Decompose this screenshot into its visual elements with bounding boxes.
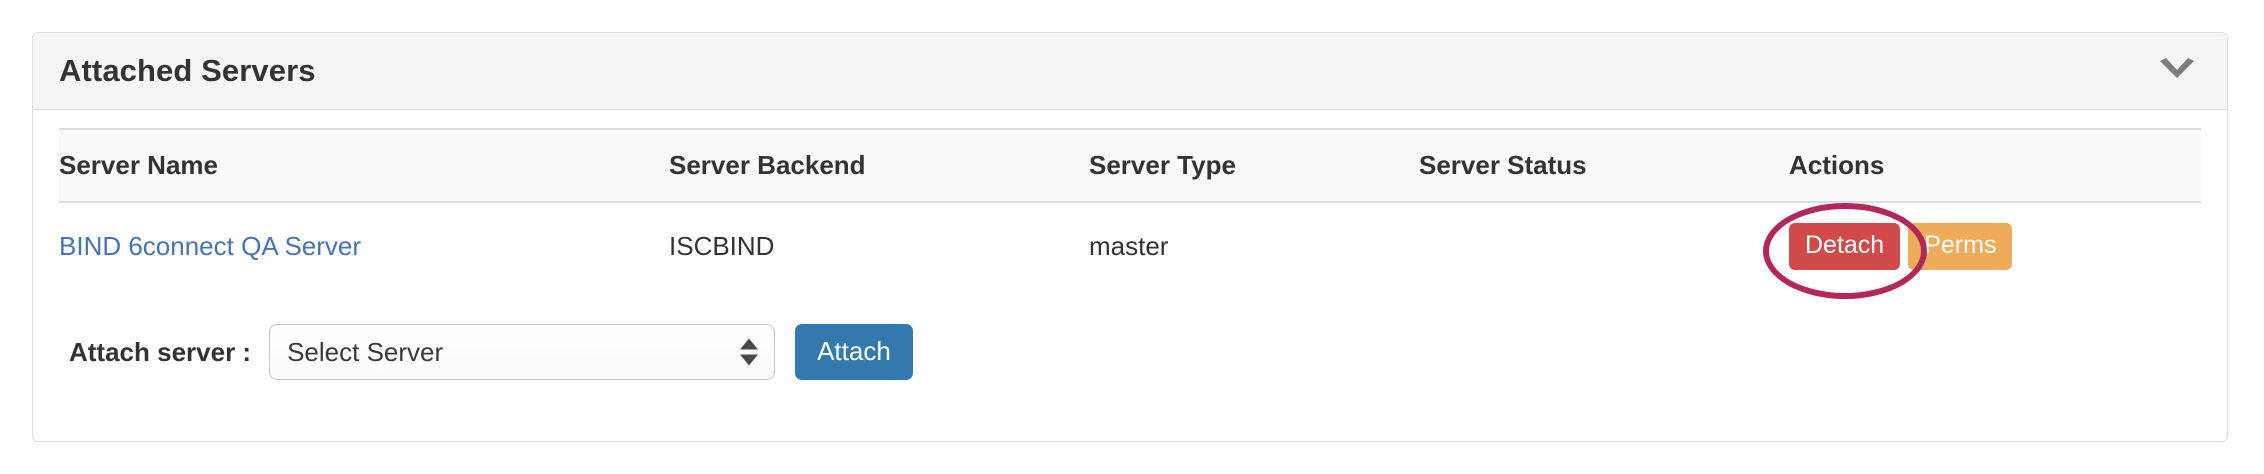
- actions-group: Detach Perms: [1763, 203, 2013, 299]
- table-body: BIND 6connect QA Server ISCBIND master D…: [59, 202, 2201, 299]
- panel-body: Server Name Server Backend Server Type S…: [33, 110, 2227, 380]
- panel-collapse-toggle[interactable]: [2155, 49, 2199, 93]
- attach-button[interactable]: Attach: [795, 324, 913, 380]
- cell-server-type: master: [1089, 202, 1419, 290]
- cell-server-name: BIND 6connect QA Server: [59, 202, 669, 290]
- column-header-server-backend: Server Backend: [669, 128, 1089, 203]
- column-header-actions: Actions: [1789, 128, 2201, 203]
- cell-server-backend: ISCBIND: [669, 202, 1089, 290]
- caret-down-icon: [740, 354, 759, 366]
- column-header-server-status: Server Status: [1419, 128, 1789, 203]
- table-header-row: Server Name Server Backend Server Type S…: [59, 128, 2201, 203]
- panel-header: Attached Servers: [33, 33, 2227, 110]
- select-stepper-icon[interactable]: [740, 338, 759, 366]
- cell-actions: Detach Perms: [1763, 202, 2201, 299]
- attach-server-label: Attach server :: [69, 336, 252, 367]
- attached-servers-table: Server Name Server Backend Server Type S…: [59, 128, 2201, 299]
- perms-button[interactable]: Perms: [1908, 223, 2013, 270]
- chevron-down-icon: [2160, 58, 2194, 78]
- table-header: Server Name Server Backend Server Type S…: [59, 128, 2201, 203]
- server-name-link[interactable]: BIND 6connect QA Server: [59, 231, 362, 261]
- page-title: Attached Servers: [59, 53, 316, 88]
- detach-button[interactable]: Detach: [1789, 223, 1901, 270]
- column-header-server-type: Server Type: [1089, 128, 1419, 203]
- caret-up-icon: [740, 338, 759, 350]
- column-header-server-name: Server Name: [59, 128, 669, 203]
- server-select[interactable]: Select Server: [269, 324, 776, 380]
- cell-server-status: [1419, 202, 1789, 290]
- attached-servers-panel: Attached Servers Server Name Server Back…: [32, 32, 2228, 442]
- attach-server-row: Attach server : Select Server Attach: [59, 324, 2201, 380]
- server-select-value: Select Server: [287, 336, 444, 367]
- table-row: BIND 6connect QA Server ISCBIND master D…: [59, 202, 2201, 299]
